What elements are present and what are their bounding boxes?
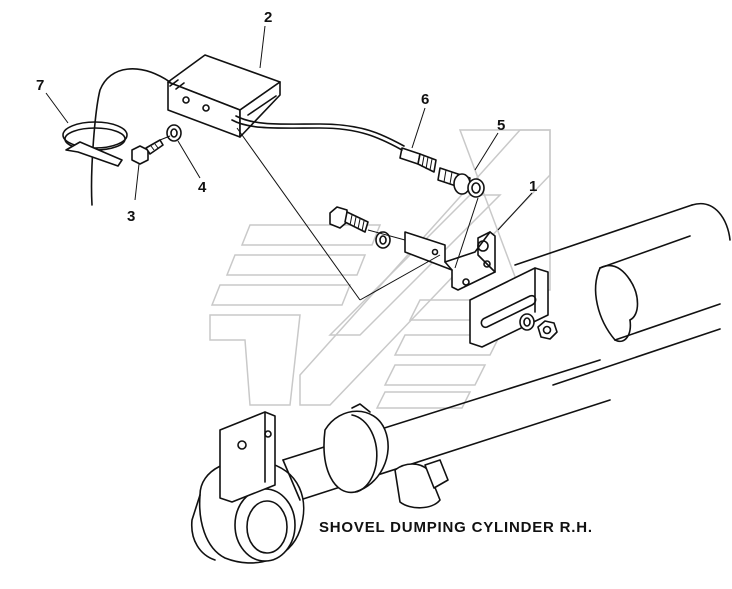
rod-end-plate bbox=[219, 411, 276, 503]
callout-5: 5 bbox=[497, 117, 505, 134]
plate-nut bbox=[537, 320, 558, 340]
callout-2: 2 bbox=[264, 9, 272, 26]
watermark-logo bbox=[209, 129, 551, 409]
callout-6: 6 bbox=[421, 91, 429, 108]
callout-7: 7 bbox=[36, 77, 44, 94]
sensor-cable bbox=[90, 68, 405, 206]
bracket-washer bbox=[375, 231, 391, 249]
cylinder-tube bbox=[514, 202, 731, 386]
washer-item-4 bbox=[166, 124, 182, 142]
bolt-item-3 bbox=[131, 139, 164, 165]
control-box bbox=[167, 54, 281, 138]
bracket-bolt bbox=[329, 206, 369, 233]
slotted-plate bbox=[469, 267, 549, 348]
callout-3: 3 bbox=[127, 208, 135, 225]
mounting-bracket bbox=[404, 231, 496, 291]
connector bbox=[399, 147, 437, 173]
callout-1: 1 bbox=[529, 178, 537, 195]
callout-labels: 1 2 3 4 5 6 7 bbox=[36, 9, 537, 225]
cylinder-rod bbox=[282, 359, 611, 509]
cable-tie bbox=[62, 121, 128, 167]
callout-4: 4 bbox=[198, 179, 207, 196]
assembly-lines bbox=[159, 127, 479, 301]
diagram-caption: SHOVEL DUMPING CYLINDER R.H. bbox=[319, 519, 593, 536]
plate-washer bbox=[519, 313, 535, 331]
leader-lines bbox=[45, 25, 533, 231]
proximity-sensor bbox=[437, 167, 485, 198]
